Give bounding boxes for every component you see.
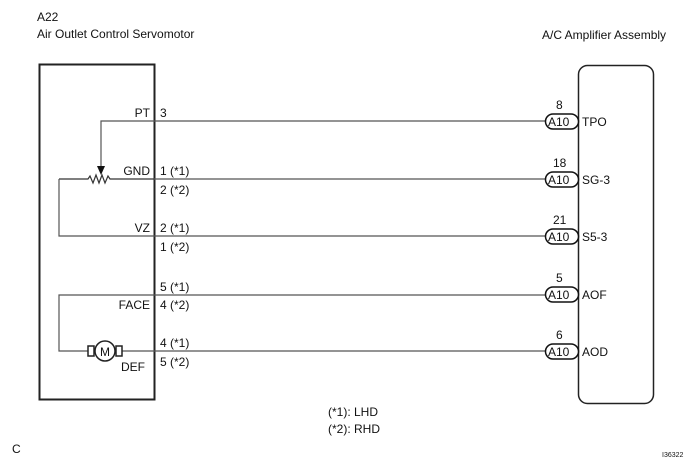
pin-label-face-lhd: 5 (*1) [160,280,190,294]
note-lhd: (*1): LHD [328,405,379,419]
pin-label-vz-lhd: 2 (*1) [160,221,190,235]
connector-code-sg3: A10 [548,173,570,187]
amp-signal-sg3: SG-3 [582,173,611,187]
servomotor-code: A22 [37,10,59,24]
motor-icon: M [87,340,123,362]
amp-pin-sg3: 18 [553,156,567,170]
amp-pin-s53: 21 [553,213,567,227]
pin-label-pt: 3 [160,106,167,120]
signal-label-face: FACE [118,298,150,312]
amp-signal-s53: S5-3 [582,230,608,244]
connector-code-aof: A10 [548,288,570,302]
signal-label-def: DEF [121,360,145,374]
amp-signal-aod: AOD [582,345,609,359]
connector-code-s53: A10 [548,230,570,244]
servomotor-name: Air Outlet Control Servomotor [37,27,195,41]
motor-loop-line [58,294,154,352]
amp-pin-aof: 5 [556,271,563,285]
amp-pin-aod: 6 [556,328,563,342]
wiper-line [100,120,154,170]
potentiometer-icon [59,173,154,185]
pin-label-gnd-rhd: 2 (*2) [160,183,190,197]
pin-label-gnd-lhd: 1 (*1) [160,164,190,178]
connector-code-tpo: A10 [548,115,570,129]
amplifier-name: A/C Amplifier Assembly [542,28,667,42]
wiper-arrow-icon [97,166,105,175]
signal-label-gnd: GND [123,164,150,178]
motor-label: M [100,345,110,359]
corner-label-left: C [12,442,21,456]
connector-a10-aod [544,343,580,360]
pot-return-line [58,179,154,237]
note-rhd: (*2): RHD [328,422,381,436]
corner-label-right: I36322 [662,452,684,459]
signal-label-vz: VZ [134,221,150,235]
connector-code-aod: A10 [548,345,570,359]
servomotor-box [38,63,156,401]
pin-label-face-rhd: 4 (*2) [160,298,190,312]
signal-label-pt: PT [134,106,150,120]
pin-label-vz-rhd: 1 (*2) [160,240,190,254]
amp-signal-tpo: TPO [582,115,607,129]
connector-group [544,113,580,360]
pin-label-def-lhd: 4 (*1) [160,336,190,350]
connector-a10-sg3 [544,171,580,188]
connector-a10-aof [544,286,580,303]
pin-label-def-rhd: 5 (*2) [160,355,190,369]
amp-signal-aof: AOF [582,288,607,302]
amp-pin-tpo: 8 [556,98,563,112]
connector-a10-tpo [544,113,580,130]
connector-a10-s53 [544,228,580,245]
